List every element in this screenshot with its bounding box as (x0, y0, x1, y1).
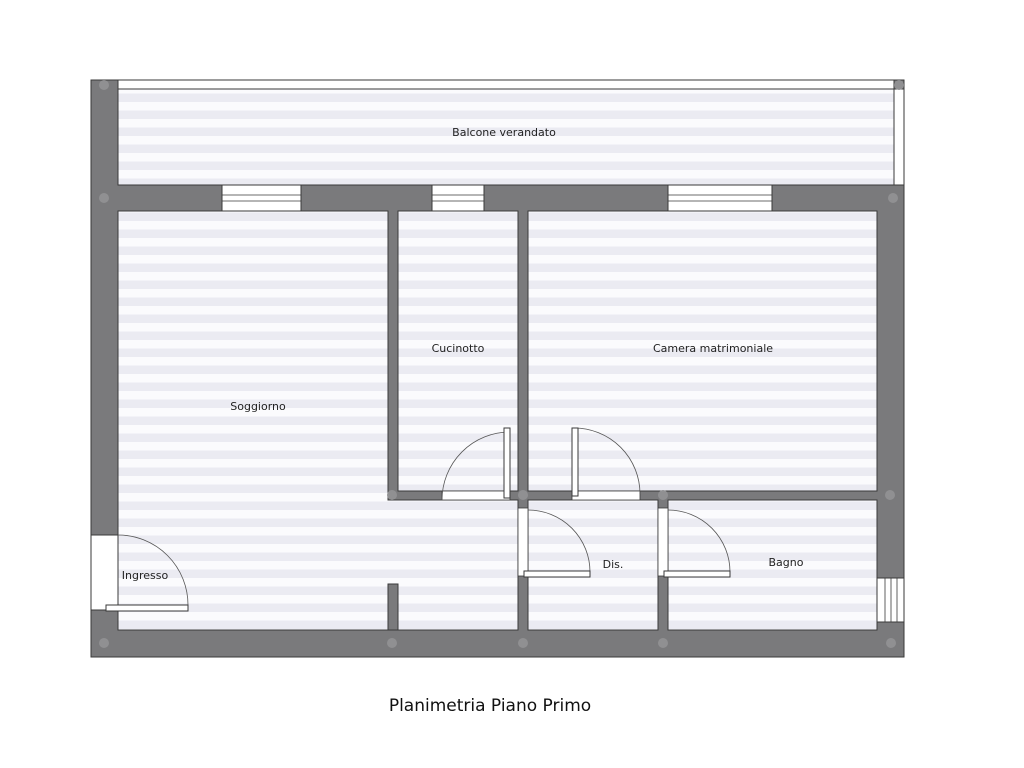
label-cucinotto: Cucinotto (432, 342, 485, 355)
room-cucinotto-floor (397, 210, 519, 492)
door-camera (571, 427, 641, 501)
label-ingresso: Ingresso (122, 569, 169, 582)
window-bagno (876, 577, 905, 623)
balcone-top-frame (117, 79, 895, 90)
wall-stub (387, 583, 399, 631)
room-disimpegno-floor (527, 499, 659, 631)
room-balcone-floor (117, 88, 895, 186)
door-disimpegno (517, 507, 591, 578)
label-camera: Camera matrimoniale (653, 342, 773, 355)
window-cucinotto (431, 184, 485, 212)
label-disimpegno: Dis. (603, 558, 624, 571)
window-camera (667, 184, 773, 212)
label-soggiorno: Soggiorno (230, 400, 286, 413)
column-markers (99, 80, 904, 648)
room-camera-floor (527, 210, 878, 492)
balcone-right-frame (893, 88, 905, 186)
label-balcone: Balcone verandato (452, 126, 556, 139)
window-soggiorno (221, 184, 302, 212)
door-ingresso (90, 534, 189, 612)
door-bagno (657, 507, 731, 578)
plan-title: Planimetria Piano Primo (388, 696, 592, 716)
door-cucinotto (441, 427, 511, 501)
room-soggiorno-floor (117, 210, 519, 631)
label-bagno: Bagno (769, 556, 804, 569)
